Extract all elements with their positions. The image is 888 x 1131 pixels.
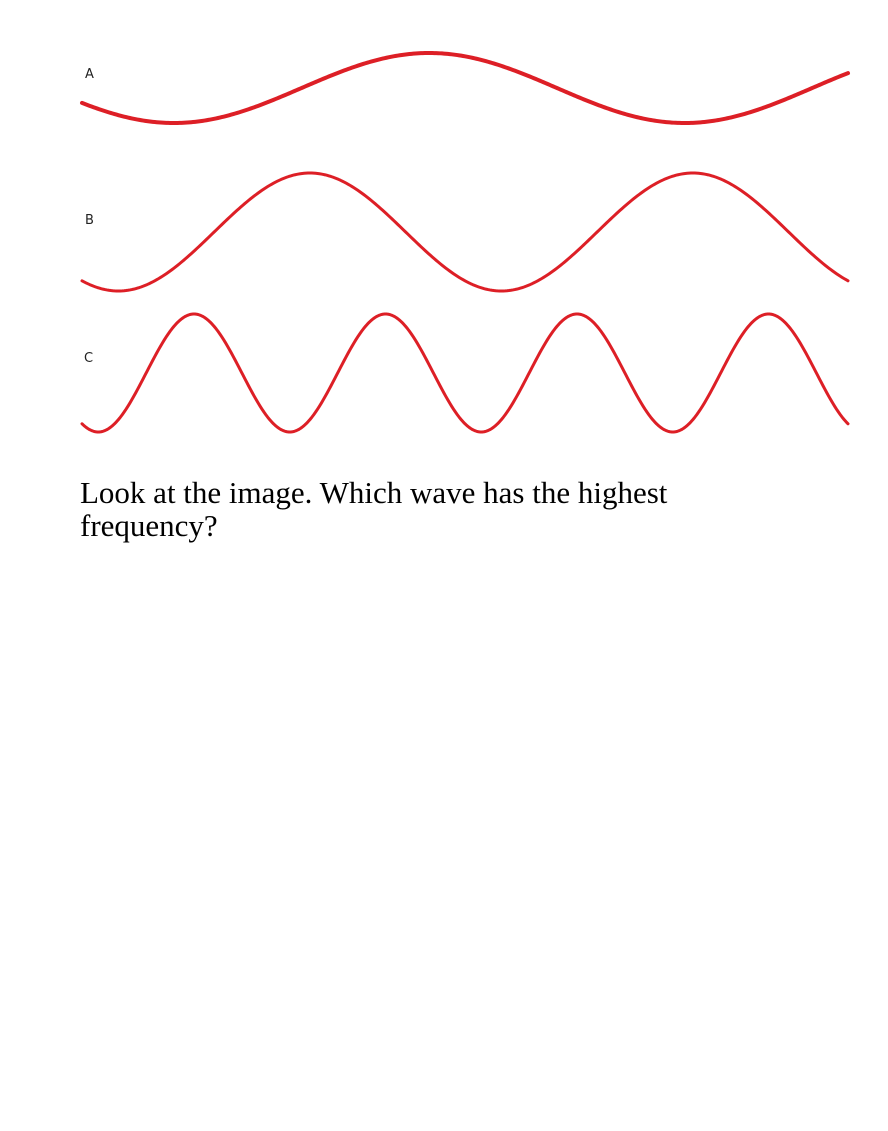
wave-a-curve xyxy=(80,51,850,125)
wave-c-group: C xyxy=(80,312,850,434)
wave-c-label: C xyxy=(84,351,93,366)
wave-b-label: B xyxy=(85,213,94,228)
wave-figure: A B C xyxy=(80,51,850,434)
wave-b-group: B xyxy=(80,171,850,293)
wave-b-curve xyxy=(80,171,850,293)
wave-a-group: A xyxy=(80,51,850,125)
wave-c-curve xyxy=(80,312,850,434)
wave-a-label: A xyxy=(85,67,94,82)
question-text: Look at the image. Which wave has the hi… xyxy=(80,475,668,543)
